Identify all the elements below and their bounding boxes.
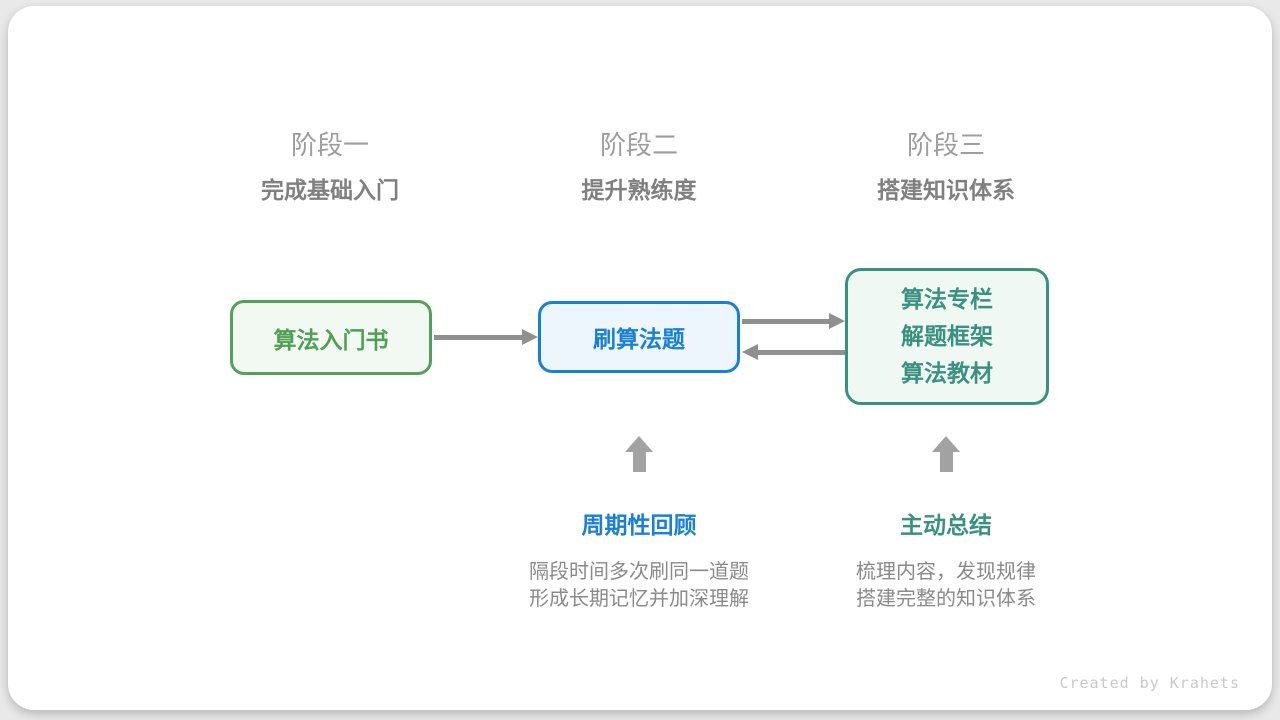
up-arrow-stem [939, 452, 953, 472]
stage-2-subtitle: 提升熟练度 [581, 177, 697, 203]
node-resources-line-1: 算法专栏 [901, 286, 993, 312]
node-intro-book-label: 算法入门书 [273, 326, 389, 353]
stage-3-header: 阶段三 搭建知识体系 [776, 128, 1116, 205]
stage-1-header: 阶段一 完成基础入门 [160, 128, 500, 205]
arrow-intro-to-practice [434, 329, 538, 345]
description-line: 隔段时间多次刷同一道题 [529, 561, 749, 583]
credit-text: Created by Krahets [1059, 674, 1240, 692]
arrow-practice-to-resources [742, 313, 845, 329]
description-line: 搭建完整的知识体系 [856, 588, 1036, 610]
stage-2-label: 阶段二 [599, 130, 678, 160]
node-resources: 算法专栏 解题框架 算法教材 [845, 268, 1049, 405]
annotation-active-summary-title: 主动总结 [900, 512, 992, 538]
node-practice-label: 刷算法题 [593, 326, 685, 352]
stage-2-header: 阶段二 提升熟练度 [469, 128, 809, 205]
arrow-left-head-icon [742, 344, 758, 360]
description-line: 梳理内容，发现规律 [856, 561, 1036, 583]
up-arrow-periodic-review [625, 436, 653, 472]
annotation-periodic-review: 周期性回顾 隔段时间多次刷同一道题 形成长期记忆并加深理解 [469, 510, 809, 613]
node-practice: 刷算法题 [538, 301, 740, 373]
node-resources-line-2: 解题框架 [901, 323, 993, 349]
up-arrow-head-icon [932, 436, 960, 452]
arrow-right-head-icon [829, 313, 845, 329]
arrow-resources-to-practice [742, 344, 845, 360]
up-arrow-active-summary [932, 436, 960, 472]
node-intro-book: 算法入门书 [230, 300, 432, 375]
node-resources-line-3: 算法教材 [901, 360, 993, 386]
annotation-active-summary: 主动总结 梳理内容，发现规律 搭建完整的知识体系 [776, 510, 1116, 613]
arrow-shaft [758, 349, 845, 355]
diagram-card: 阶段一 完成基础入门 阶段二 提升熟练度 阶段三 搭建知识体系 算法入门书 刷算… [8, 6, 1272, 710]
annotation-periodic-review-title: 周期性回顾 [581, 512, 697, 538]
stage-1-label: 阶段一 [290, 130, 369, 160]
arrow-shaft [742, 318, 829, 324]
arrow-right-head-icon [522, 329, 538, 345]
description-line: 形成长期记忆并加深理解 [529, 588, 749, 610]
up-arrow-stem [632, 452, 646, 472]
up-arrow-head-icon [625, 436, 653, 452]
stage-3-subtitle: 搭建知识体系 [877, 177, 1015, 203]
annotation-active-summary-description: 梳理内容，发现规律 搭建完整的知识体系 [776, 559, 1116, 613]
stage-3-label: 阶段三 [906, 130, 985, 160]
stage-1-subtitle: 完成基础入门 [261, 177, 399, 203]
annotation-periodic-review-description: 隔段时间多次刷同一道题 形成长期记忆并加深理解 [469, 559, 809, 613]
arrow-shaft [434, 334, 522, 340]
